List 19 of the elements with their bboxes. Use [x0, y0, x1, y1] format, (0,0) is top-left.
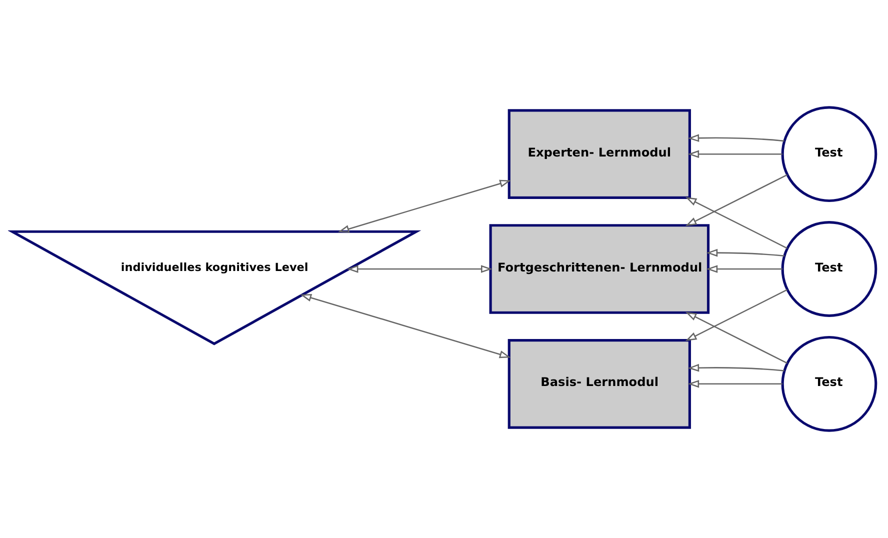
arrow — [685, 289, 788, 342]
node-circle: Test — [781, 106, 878, 202]
arrow — [338, 180, 511, 233]
arrow — [688, 380, 782, 388]
node-box: Fortgeschrittenen- Lernmodul — [489, 224, 710, 314]
node-circle: Test — [781, 221, 878, 317]
arrow — [706, 248, 784, 257]
node-box: Basis- Lernmodul — [508, 338, 691, 429]
arrow — [688, 150, 782, 158]
arrow — [300, 294, 511, 358]
arrow — [685, 312, 788, 364]
node-circle: Test — [781, 336, 878, 432]
arrow — [706, 265, 782, 273]
arrow — [346, 265, 492, 273]
arrow — [688, 364, 784, 372]
node-box: Experten- Lernmodul — [508, 109, 691, 200]
arrow — [685, 174, 788, 226]
arrow — [685, 196, 788, 249]
arrow — [688, 134, 784, 142]
